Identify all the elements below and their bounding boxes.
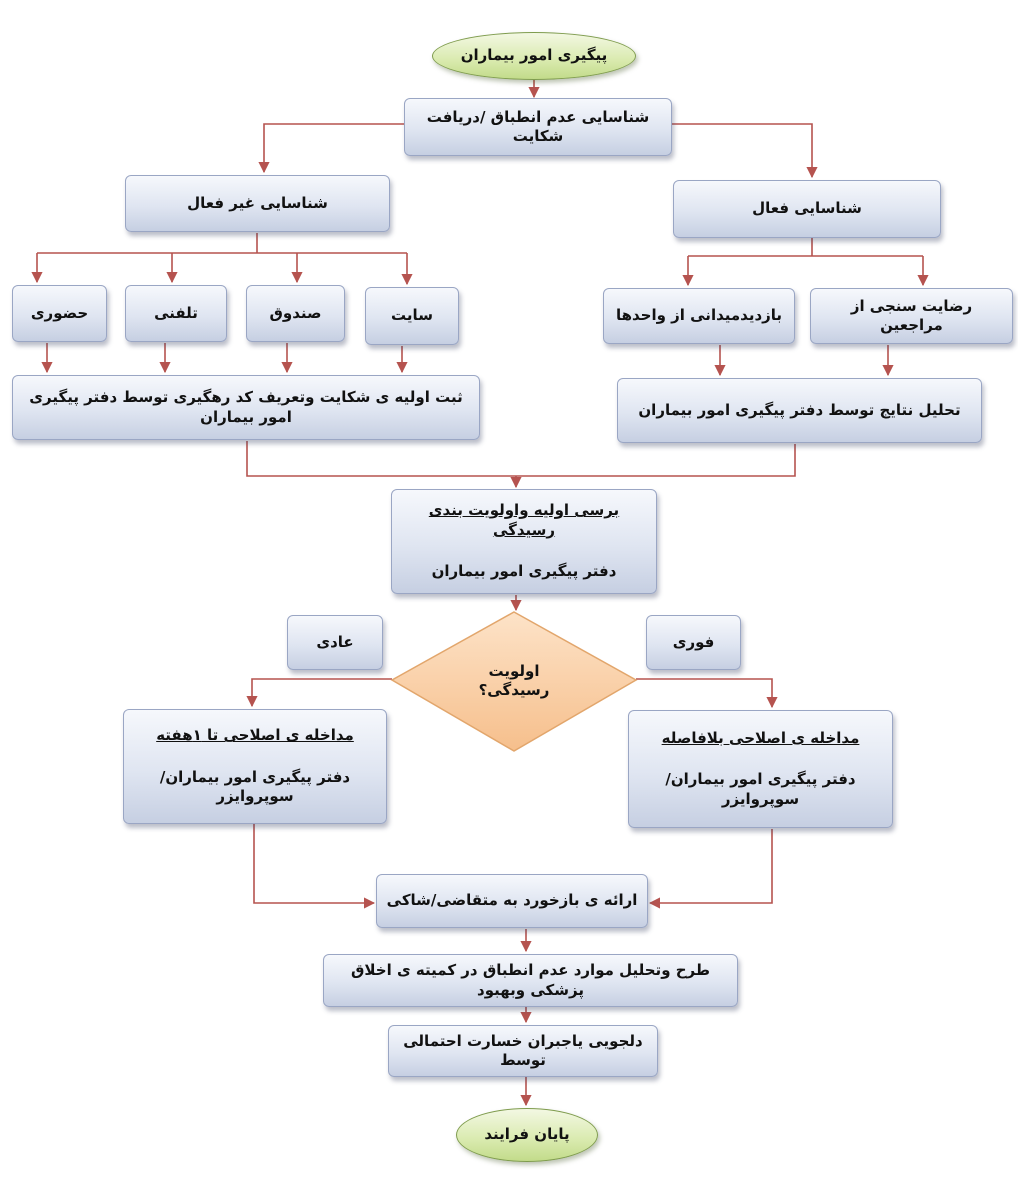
urgent-action-box: مداخله ی اصلاحی بلافاصله دفتر پیگیری امو… <box>628 710 893 828</box>
visit-box: بازدیدمیدانی از واحدها <box>603 288 795 344</box>
channel-attendance-box: حضوری <box>12 285 107 342</box>
review-owner: دفتر پیگیری امور بیماران <box>431 562 617 581</box>
decision-label: اولویت رسیدگی؟ <box>442 650 586 712</box>
edge-passive-channels <box>37 233 407 254</box>
survey-box: رضایت سنجی از مراجعین <box>810 288 1013 344</box>
passive-identification-box: شناسایی غیر فعال <box>125 175 390 232</box>
edge-normal-feedback <box>253 824 376 909</box>
ethics-committee-box: طرح وتحلیل موارد عدم انطباق در کمیته ی ا… <box>323 954 738 1007</box>
edge-urgent-feedback <box>648 829 773 909</box>
edge-decision-normal <box>246 678 392 708</box>
decision-diamond <box>390 611 638 752</box>
edge-identify-passive <box>258 123 404 174</box>
urgent-action-owner: دفتر پیگیری امور بیماران/سوپروایزر <box>665 770 856 808</box>
decision-line-1: اولویت <box>488 661 540 680</box>
feedback-box: ارائه ی بازخورد به متقاضی/شاکی <box>376 874 648 928</box>
channel-phone-box: تلفنی <box>125 285 227 342</box>
end-terminal: پایان فرایند <box>456 1108 598 1162</box>
normal-action-title: مداخله ی اصلاحی تا ۱هفته <box>156 726 354 745</box>
decision-line-2: رسیدگی؟ <box>478 681 550 699</box>
edge-identify-active <box>672 123 818 179</box>
identify-box: شناسایی عدم انطباق /دریافت شکایت <box>404 98 672 156</box>
urgent-action-title: مداخله ی اصلاحی بلافاصله <box>661 728 860 747</box>
normal-label-box: عادی <box>287 615 383 670</box>
register-complaint-box: ثبت اولیه ی شکایت وتعریف کد رهگیری توسط … <box>12 375 480 440</box>
edge-decision-urgent <box>636 678 778 709</box>
edge-active-split <box>688 238 923 257</box>
channel-box-box: صندوق <box>246 285 345 342</box>
compensation-box: دلجویی یاجبران خسارت احتمالی توسط <box>388 1025 658 1077</box>
normal-action-owner: دفتر پیگیری امور بیماران/سوپروایزر <box>159 767 351 806</box>
channel-site-box: سایت <box>365 287 459 345</box>
edge-merge-review <box>246 441 796 487</box>
review-box: برسی اولیه واولویت بندی رسیدگی دفتر پیگی… <box>391 489 657 594</box>
start-terminal: پیگیری امور بیماران <box>432 32 636 80</box>
active-identification-box: شناسایی فعال <box>673 180 941 238</box>
review-title: برسی اولیه واولویت بندی رسیدگی <box>428 501 620 539</box>
normal-action-box: مداخله ی اصلاحی تا ۱هفته دفتر پیگیری امو… <box>123 709 387 824</box>
analyze-results-box: تحلیل نتایج توسط دفتر پیگیری امور بیمارا… <box>617 378 982 443</box>
urgent-label-box: فوری <box>646 615 741 670</box>
